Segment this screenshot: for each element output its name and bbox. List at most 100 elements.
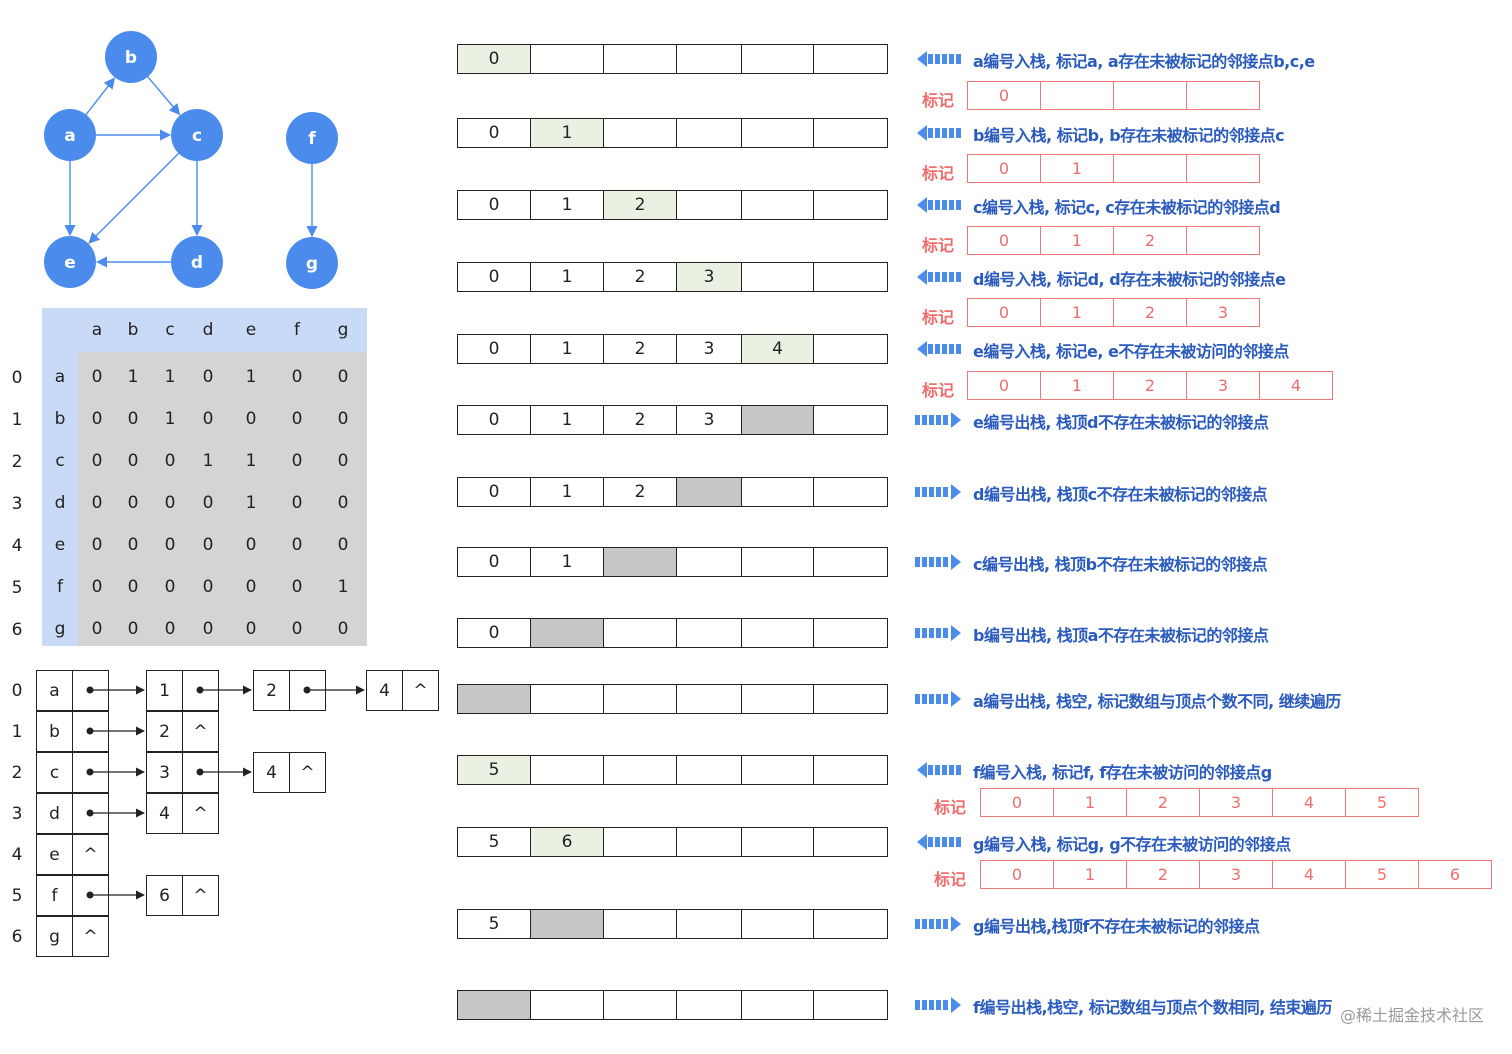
stack-cell (603, 118, 677, 148)
adjlist-vertex-cell: a (36, 670, 73, 711)
step-message: e编号出栈, 栈顶d不存在未被标记的邻接点 (973, 413, 1269, 432)
matrix-row-index: 2 (11, 452, 23, 472)
step-message: f编号出栈,栈空, 标记数组与顶点个数相同, 结束遍历 (973, 998, 1332, 1017)
stack-cell: 3 (676, 334, 742, 364)
mark-cell: 4 (1272, 788, 1346, 817)
stack-cell (603, 547, 677, 577)
stack-cell (676, 684, 742, 714)
stack-cell: 0 (457, 477, 531, 507)
stack-cell: 0 (457, 190, 531, 220)
stack-cell (603, 755, 677, 785)
adjlist-row-index: 0 (11, 681, 23, 701)
push-arrow-icon (917, 197, 961, 213)
mark-cell: 0 (967, 298, 1041, 327)
stack-cell: 1 (530, 118, 604, 148)
stack-cell (741, 990, 814, 1020)
adjlist-vertex-cell: d (36, 793, 73, 834)
stack-cell: 0 (457, 262, 531, 292)
pop-arrow-icon (915, 625, 961, 641)
mark-cell: 1 (1053, 860, 1127, 889)
mark-cell: 0 (980, 860, 1054, 889)
stack-cell (530, 755, 604, 785)
adjlist-row-index: 3 (11, 804, 23, 824)
stack-cell: 4 (741, 334, 814, 364)
mark-cell: 2 (1113, 226, 1187, 255)
pop-arrow-icon (915, 554, 961, 570)
matrix-cell: 0 (202, 577, 214, 597)
mark-cell: 0 (980, 788, 1054, 817)
mark-cell: 1 (1040, 371, 1114, 400)
stack-cell: 1 (530, 477, 604, 507)
matrix-cell: 0 (202, 619, 214, 639)
matrix-body-bg (78, 352, 367, 646)
node-label-d: d (191, 253, 203, 273)
adjlist-node-index: 2 (253, 670, 290, 711)
matrix-cell: 0 (337, 367, 349, 387)
stack-cell: 0 (457, 405, 531, 435)
stack-cell (676, 118, 742, 148)
stack-cell: 5 (457, 827, 531, 857)
edge-c-e (88, 152, 180, 244)
stack-cell (813, 827, 888, 857)
stack-cell (676, 190, 742, 220)
node-label-g: g (306, 254, 318, 274)
matrix-cell: 0 (245, 409, 257, 429)
matrix-cell: 0 (127, 493, 139, 513)
stack-cell (603, 827, 677, 857)
matrix-cell: 0 (127, 577, 139, 597)
matrix-cell: 0 (291, 451, 303, 471)
node-label-f: f (308, 129, 316, 149)
matrix-cell: 0 (291, 619, 303, 639)
matrix-cell: 0 (202, 367, 214, 387)
mark-cell: 5 (1345, 788, 1419, 817)
mark-cell (1186, 226, 1260, 255)
watermark: @稀土掘金技术社区 (1339, 1006, 1484, 1025)
matrix-row-index: 4 (11, 536, 23, 556)
stack-cell (603, 990, 677, 1020)
stack-cell (813, 755, 888, 785)
stack-cell (676, 990, 742, 1020)
mark-cell: 5 (1345, 860, 1419, 889)
matrix-col-header: f (294, 320, 300, 340)
stack-cell: 1 (530, 190, 604, 220)
stack-cell (813, 547, 888, 577)
mark-label: 标记 (922, 308, 955, 327)
adjlist-node-next: ^ (182, 711, 219, 752)
matrix-row-label: f (57, 577, 63, 597)
mark-cell (1113, 81, 1187, 110)
mark-cell: 3 (1186, 298, 1260, 327)
matrix-col-header: b (127, 320, 139, 340)
stack-cell (813, 118, 888, 148)
matrix-cell: 1 (245, 493, 257, 513)
matrix-header-bg (42, 308, 367, 352)
matrix-cell: 0 (337, 451, 349, 471)
adjlist-node-index: 4 (366, 670, 403, 711)
node-label-b: b (125, 48, 137, 68)
stack-cell (813, 190, 888, 220)
stack-cell: 0 (457, 334, 531, 364)
mark-cell: 6 (1418, 860, 1492, 889)
stack-cell (813, 405, 888, 435)
matrix-cell: 0 (91, 619, 103, 639)
mark-cell: 3 (1186, 371, 1260, 400)
adjlist-node-next: ^ (182, 793, 219, 834)
adjlist-node-index: 6 (146, 875, 183, 916)
pop-arrow-icon (915, 484, 961, 500)
adjlist-node-index: 4 (146, 793, 183, 834)
adjacency-list-arrows (86, 685, 365, 900)
stack-cell (676, 755, 742, 785)
matrix-col-header: c (165, 320, 175, 340)
stack-cell: 1 (530, 334, 604, 364)
mark-label: 标记 (922, 381, 955, 400)
stack-cell: 0 (457, 547, 531, 577)
step-message: g编号出栈,栈顶f不存在未被标记的邻接点 (973, 917, 1260, 936)
matrix-cell: 0 (127, 535, 139, 555)
pop-arrow-icon (915, 412, 961, 428)
pop-arrow-icon (915, 916, 961, 932)
adjlist-row-index: 5 (11, 886, 23, 906)
matrix-cell: 0 (245, 535, 257, 555)
matrix-cell: 0 (202, 409, 214, 429)
node-f (286, 112, 338, 164)
mark-cell: 2 (1113, 298, 1187, 327)
adjlist-pointer-cell: ^ (72, 916, 109, 957)
